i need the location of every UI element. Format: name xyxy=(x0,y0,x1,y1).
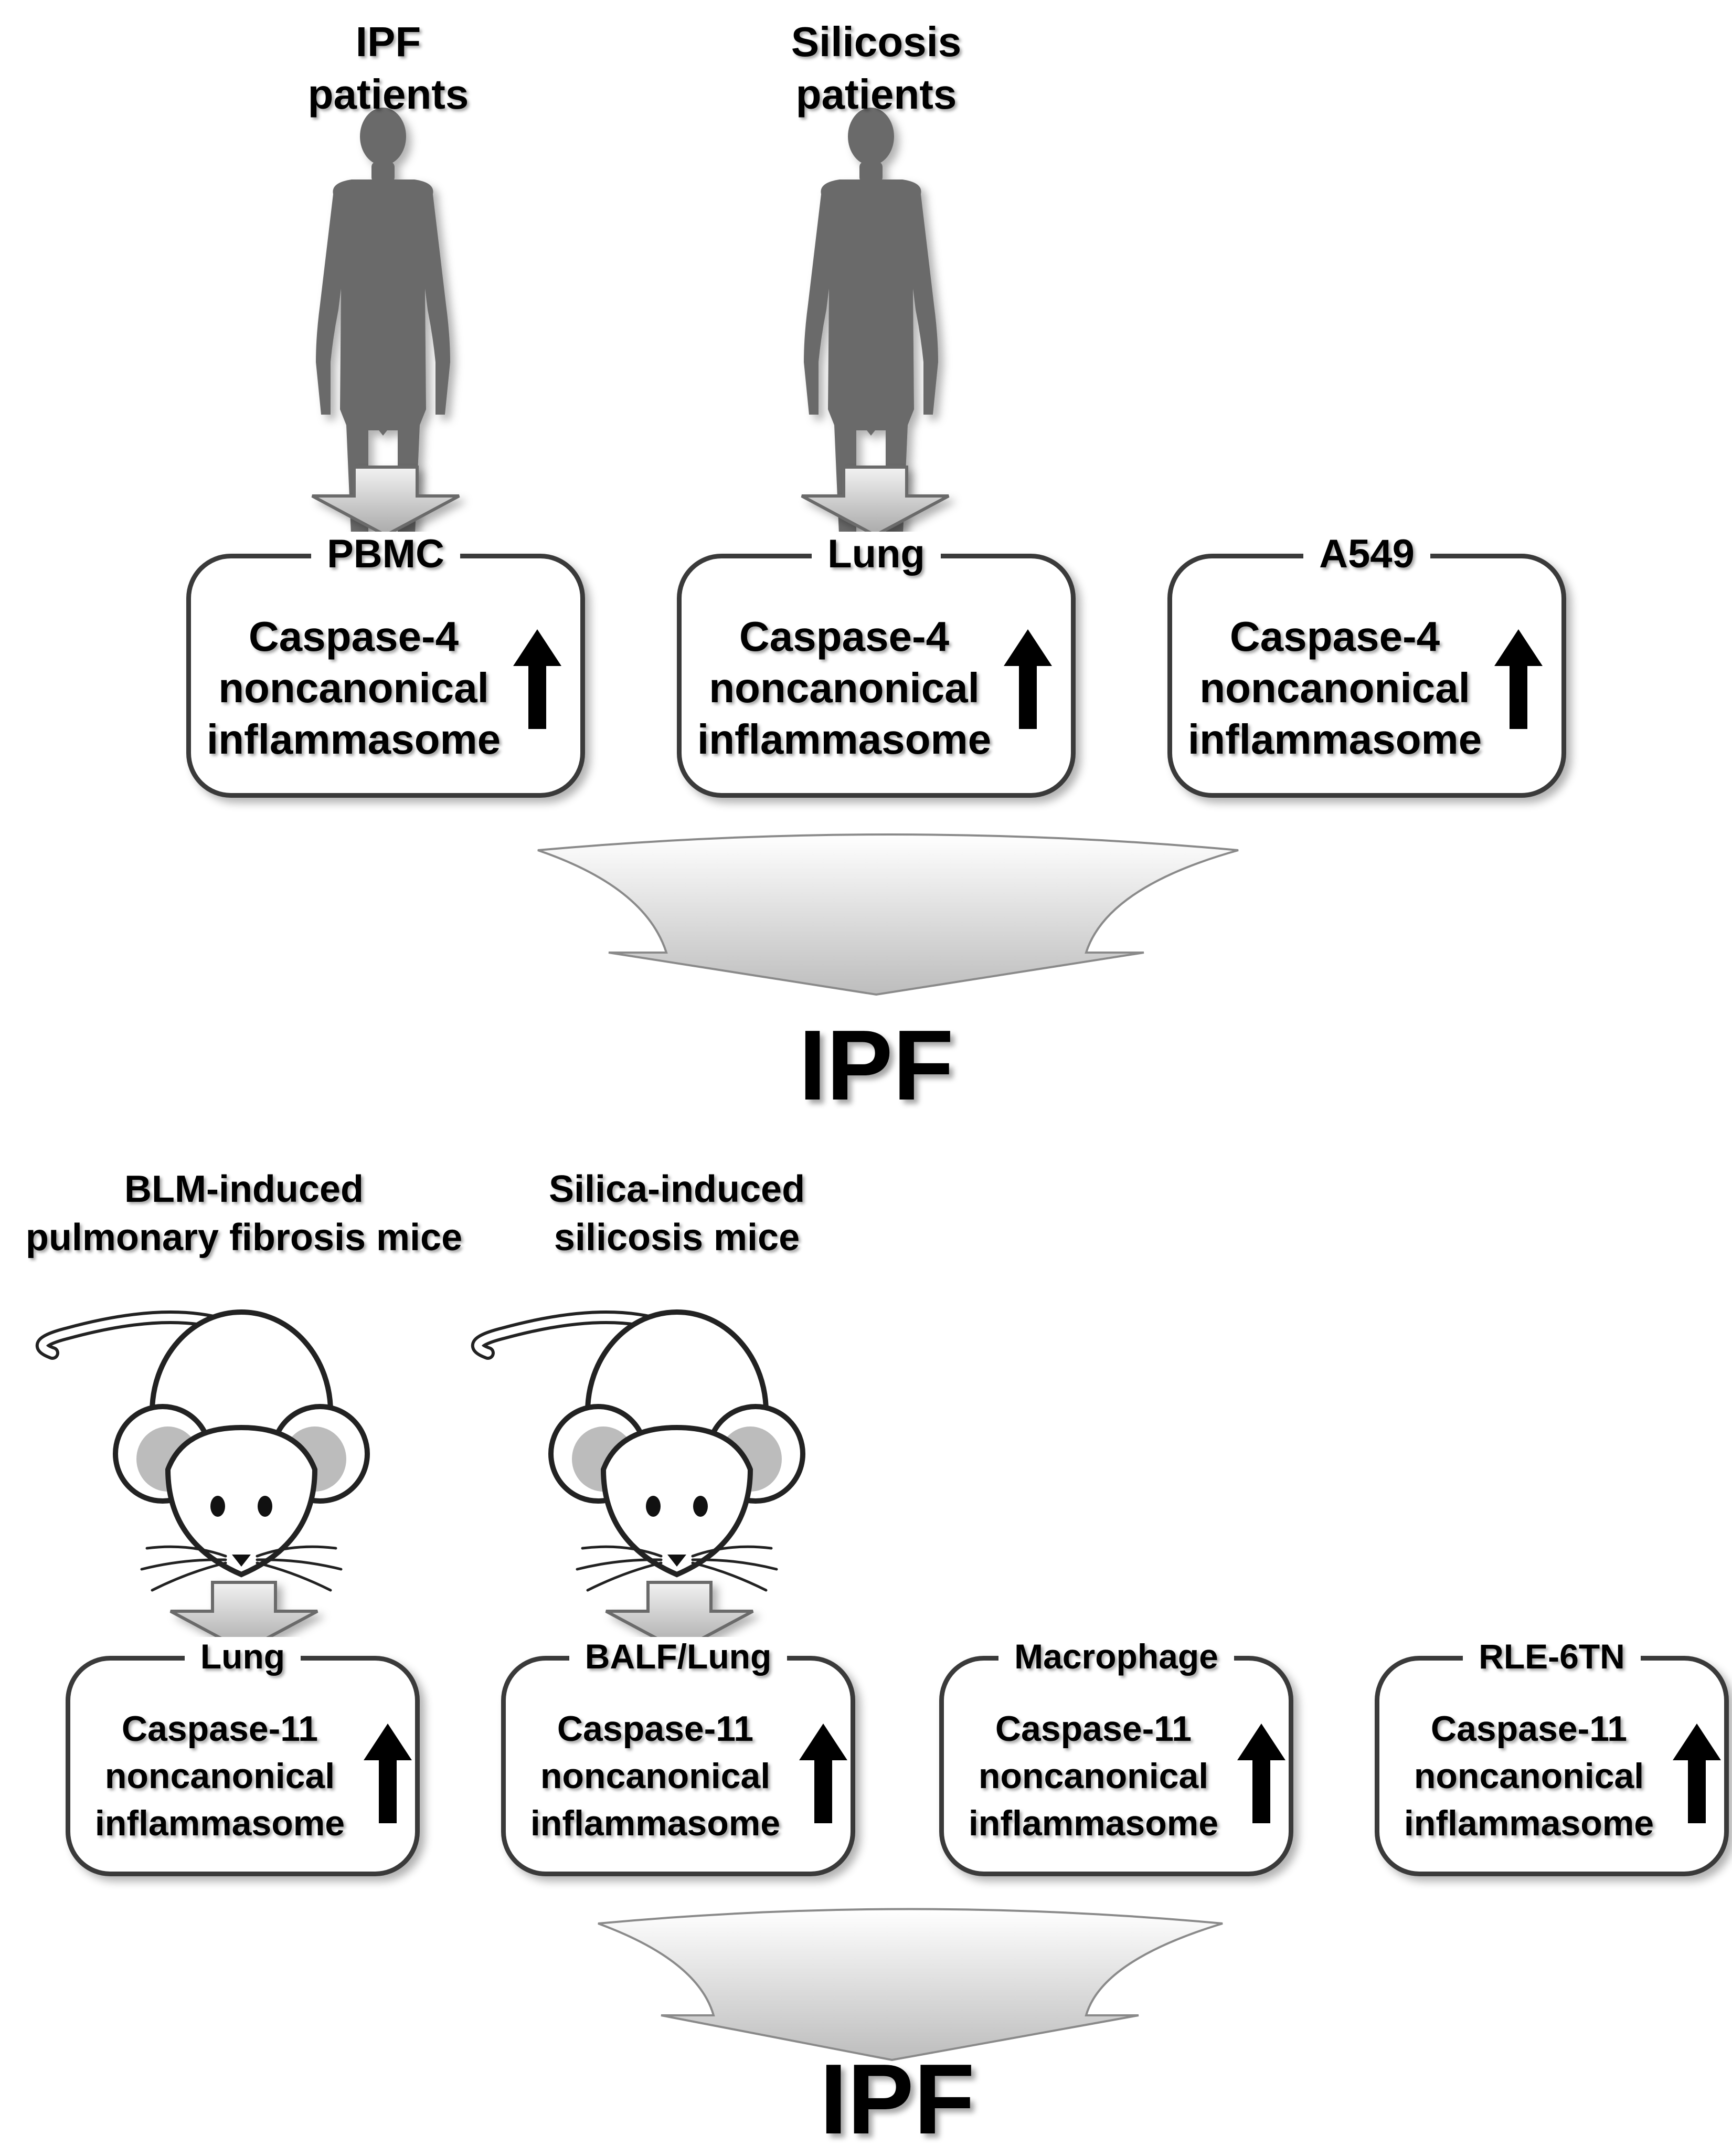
box-body-line: inflammasome xyxy=(94,1803,345,1843)
subject-label-line: IPF xyxy=(355,18,421,65)
box-body-line: Caspase-11 xyxy=(557,1709,754,1749)
box-body: Caspase-4 noncanonical inflammasome xyxy=(692,611,996,765)
mouse-icon xyxy=(478,1312,803,1590)
box-body-line: inflammasome xyxy=(530,1803,781,1843)
result-box-balf-lung: BALF/Lung Caspase-11 noncanonical inflam… xyxy=(501,1637,855,1876)
box-body-line: noncanonical xyxy=(540,1756,771,1796)
result-box-pbmc: PBMC Caspase-4 noncanonical inflammasome xyxy=(186,532,585,798)
box-body: Caspase-11 noncanonical inflammasome xyxy=(952,1705,1235,1847)
up-arrow-icon xyxy=(799,1724,847,1823)
outcome-ipf-human: IPF xyxy=(799,1010,954,1121)
box-body-line: inflammasome xyxy=(1187,716,1482,763)
box-body-line: Caspase-4 xyxy=(248,613,459,660)
box-title: PBMC xyxy=(311,532,460,576)
result-box-a549: A549 Caspase-4 noncanonical inflammasome xyxy=(1167,532,1566,798)
subject-label-silicosis-patients: Silicosis patients xyxy=(761,16,992,121)
funnel-arrow-icon xyxy=(537,833,1239,996)
box-body-line: noncanonical xyxy=(1199,664,1470,711)
result-box-rle-6tn: RLE-6TN Caspase-11 noncanonical inflamma… xyxy=(1375,1637,1729,1876)
box-title: RLE-6TN xyxy=(1463,1637,1641,1676)
box-body-line: inflammasome xyxy=(968,1803,1219,1843)
subject-label-line: pulmonary fibrosis mice xyxy=(25,1217,463,1259)
box-title: A549 xyxy=(1303,532,1430,576)
up-arrow-icon xyxy=(513,629,561,729)
box-body: Caspase-11 noncanonical inflammasome xyxy=(514,1705,797,1847)
result-box-macrophage: Macrophage Caspase-11 noncanonical infla… xyxy=(939,1637,1293,1876)
up-arrow-icon xyxy=(1237,1724,1285,1823)
box-body-line: noncanonical xyxy=(218,664,489,711)
subject-label-line: Silica-induced xyxy=(548,1168,805,1210)
box-body-line: inflammasome xyxy=(206,716,501,763)
subject-label-ipf-patients: IPF patients xyxy=(278,16,498,121)
up-arrow-icon xyxy=(1494,629,1543,729)
down-arrow-icon xyxy=(802,467,949,535)
box-body-line: Caspase-11 xyxy=(1430,1709,1628,1749)
subject-label-silica-mice: Silica-induced silicosis mice xyxy=(514,1165,840,1262)
subject-label-line: patients xyxy=(307,71,469,118)
outcome-ipf-mouse: IPF xyxy=(820,2044,975,2155)
box-title: Macrophage xyxy=(998,1637,1234,1676)
subject-label-line: Silicosis xyxy=(791,18,962,65)
box-title: Lung xyxy=(184,1637,301,1676)
up-arrow-icon xyxy=(1673,1724,1721,1823)
box-body-line: Caspase-4 xyxy=(739,613,950,660)
subject-label-line: patients xyxy=(795,71,957,118)
down-arrow-icon xyxy=(312,467,459,535)
box-body: Caspase-11 noncanonical inflammasome xyxy=(78,1705,362,1847)
result-box-mouse-lung: Lung Caspase-11 noncanonical inflammasom… xyxy=(66,1637,420,1876)
box-body: Caspase-11 noncanonical inflammasome xyxy=(1387,1705,1671,1847)
subject-label-line: BLM-induced xyxy=(124,1168,364,1210)
box-body-line: noncanonical xyxy=(709,664,980,711)
funnel-arrow-icon xyxy=(598,1908,1223,2062)
subject-label-line: silicosis mice xyxy=(554,1217,800,1259)
box-body-line: Caspase-4 xyxy=(1229,613,1440,660)
box-body-line: noncanonical xyxy=(1414,1756,1644,1796)
subject-label-blm-mice: BLM-induced pulmonary fibrosis mice xyxy=(0,1165,488,1262)
box-title: Lung xyxy=(812,532,941,576)
box-body-line: noncanonical xyxy=(978,1756,1209,1796)
box-body-line: noncanonical xyxy=(104,1756,335,1796)
result-box-lung: Lung Caspase-4 noncanonical inflammasome xyxy=(677,532,1076,798)
box-body-line: Caspase-11 xyxy=(995,1709,1192,1749)
box-body: Caspase-4 noncanonical inflammasome xyxy=(1183,611,1487,765)
box-body: Caspase-4 noncanonical inflammasome xyxy=(201,611,506,765)
box-body-line: Caspase-11 xyxy=(121,1709,318,1749)
box-body-line: inflammasome xyxy=(697,716,992,763)
up-arrow-icon xyxy=(364,1724,412,1823)
box-title: BALF/Lung xyxy=(569,1637,788,1676)
box-body-line: inflammasome xyxy=(1404,1803,1654,1843)
up-arrow-icon xyxy=(1004,629,1052,729)
mouse-icon xyxy=(42,1312,367,1590)
